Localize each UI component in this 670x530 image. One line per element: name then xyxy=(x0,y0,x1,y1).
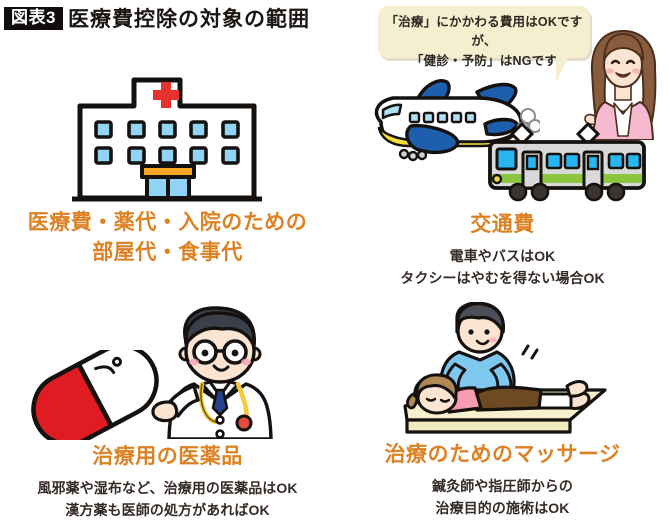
hospital-building-icon xyxy=(72,77,262,202)
speech-bubble-text: 「治療」にかかわる費用はOKですが、 「健診・予防」はNGです xyxy=(378,13,590,71)
speech-bubble-line1: 「治療」にかかわる費用はOKですが、 xyxy=(385,15,583,49)
body-medicine: 風邪薬や湿布など、治療用の医薬品はOK 漢方薬も医師の処方があればOK xyxy=(0,477,335,522)
body-transportation-line1: 電車やバスはOK xyxy=(449,248,556,264)
speech-bubble-line2: 「健診・予防」はNGです xyxy=(410,53,558,68)
page-title: 医療費控除の対象の範囲 xyxy=(68,8,310,31)
heading-medicine: 治療用の医薬品 xyxy=(0,442,335,472)
body-medicine-line2: 漢方薬も医師の処方があればOK xyxy=(65,502,270,519)
capsule-pill-icon xyxy=(31,350,159,440)
heading-massage-line1: 治療のためのマッサージ xyxy=(384,443,621,466)
body-medicine-line1: 風邪薬や湿布など、治療用の医薬品はOK xyxy=(37,480,298,496)
body-massage-line2: 治療目的の施術はOK xyxy=(435,500,570,517)
speech-bubble-tail xyxy=(556,56,578,82)
train-icon xyxy=(488,121,646,202)
doctor-icon xyxy=(151,306,273,439)
airplane-icon xyxy=(374,79,540,162)
section-transportation: 交通費 電車やバスはOK タクシーはやむを得ない場合OK xyxy=(335,60,670,295)
woman-presenter-icon xyxy=(584,30,657,140)
section-medicine: 治療用の医薬品 風邪薬や湿布など、治療用の医薬品はOK 漢方薬も医師の処方があれ… xyxy=(0,300,335,530)
section-massage: 治療のためのマッサージ 鍼灸師や指圧師からの 治療目的の施術はOK xyxy=(335,300,670,530)
heading-medical-fees: 医療費・薬代・入院のための 部屋代・食事代 xyxy=(0,208,335,269)
heading-transportation: 交通費 xyxy=(335,210,670,240)
section-medical-fees: 医療費・薬代・入院のための 部屋代・食事代 xyxy=(0,60,335,285)
heading-massage: 治療のためのマッサージ xyxy=(335,440,670,470)
body-massage: 鍼灸師や指圧師からの 治療目的の施術はOK xyxy=(335,475,670,520)
heading-medical-fees-line2: 部屋代・食事代 xyxy=(92,241,243,265)
body-transportation: 電車やバスはOK タクシーはやむを得ない場合OK xyxy=(335,245,670,290)
body-massage-line1: 鍼灸師や指圧師からの xyxy=(432,478,573,494)
speech-bubble: 「治療」にかかわる費用はOKですが、 「健診・予防」はNGです xyxy=(378,6,590,68)
figure-badge: 図表3 xyxy=(4,7,63,30)
page-header: 図表3 医療費控除の対象の範囲 xyxy=(0,4,670,38)
heading-transportation-line1: 交通費 xyxy=(470,213,535,236)
body-transportation-line2: タクシーはやむを得ない場合OK xyxy=(400,270,605,287)
heading-medical-fees-line1: 医療費・薬代・入院のための xyxy=(27,211,308,234)
massage-therapy-icon xyxy=(403,302,607,434)
heading-medicine-line1: 治療用の医薬品 xyxy=(92,445,243,468)
